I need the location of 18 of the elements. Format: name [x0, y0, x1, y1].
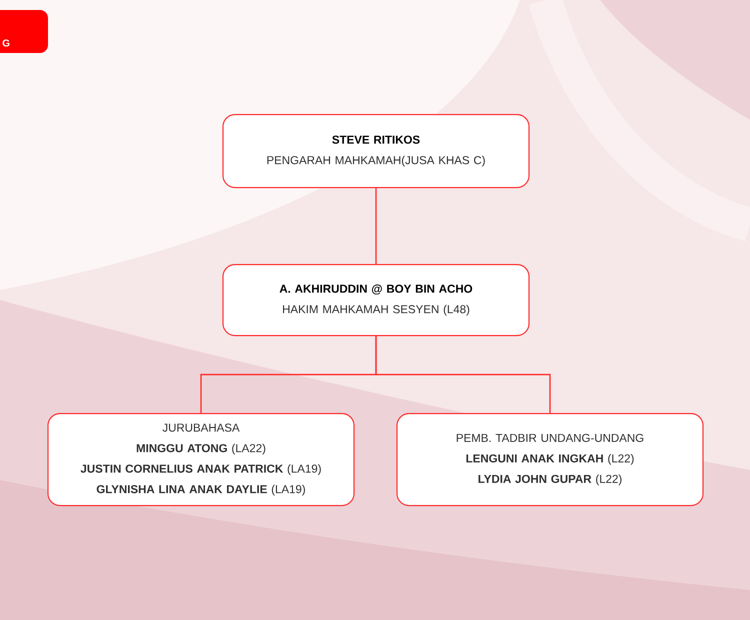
job-title: PENGARAH MAHKAMAH(JUSA KHAS C) [267, 156, 485, 166]
section-title: JURUBAHASA [162, 424, 240, 432]
corner-tab: G [0, 10, 48, 53]
org-box [396, 413, 704, 506]
staff-entry: GLYNISHA LINA ANAK DAYLIE (LA19) [96, 484, 305, 496]
connector-line [375, 188, 377, 264]
person-name: A. AKHIRUDDIN @ BOY BIN ACHO [280, 284, 472, 294]
staff-entry: LYDIA JOHN GUPAR (L22) [478, 474, 622, 486]
org-box [222, 114, 530, 188]
org-box [47, 413, 355, 506]
job-title: HAKIM MAHKAMAH SESYEN (L48) [283, 304, 470, 316]
connector-line [375, 336, 551, 413]
org-box [222, 264, 530, 336]
person-name: STEVE RITIKOS [332, 136, 420, 144]
staff-entry: LENGUNI ANAK INGKAH (L22) [466, 454, 634, 465]
staff-entry: MINGGU ATONG (LA22) [136, 444, 266, 454]
staff-entry: JUSTIN CORNELIUS ANAK PATRICK (LA19) [80, 464, 321, 475]
section-title: PEMB. TADBIR UNDANG-UNDANG [456, 434, 644, 442]
